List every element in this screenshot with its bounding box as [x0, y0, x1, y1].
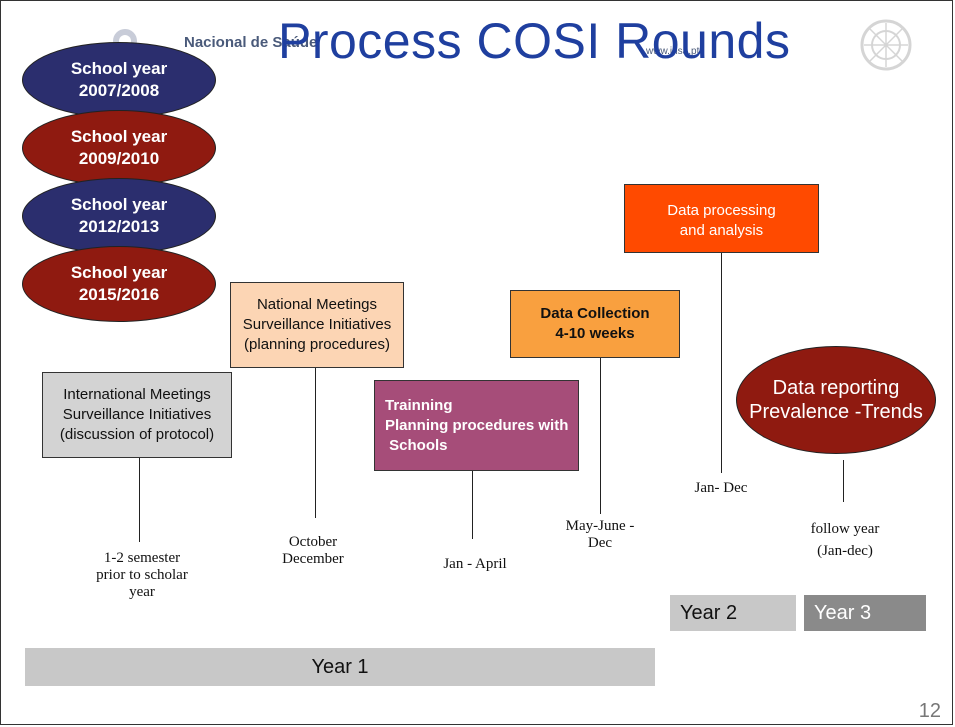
page-title: Process COSI Rounds	[278, 13, 791, 69]
header-url: www.insa.pt	[646, 46, 700, 57]
timing-text: Dec	[587, 535, 613, 551]
connector-line	[721, 253, 722, 473]
school-year-oval: School year 2009/2010	[22, 110, 216, 186]
step-text: (planning procedures)	[244, 336, 390, 353]
school-year-label: School year	[70, 195, 168, 214]
step-text: Surveillance Initiatives	[242, 316, 392, 333]
step-text: 4-10 weeks	[555, 325, 635, 342]
connector-line	[139, 458, 140, 542]
timing-label: May-June - Dec	[555, 518, 645, 552]
connector-line	[472, 471, 473, 539]
step-text: National Meetings	[256, 296, 378, 313]
timing-text: Jan- Dec	[694, 480, 748, 496]
data-reporting-oval: Data reporting Prevalence -Trends	[736, 346, 936, 454]
school-year-oval: School year 2012/2013	[22, 178, 216, 254]
timing-text: (Jan-dec)	[817, 543, 873, 559]
school-year-label: School year	[70, 59, 168, 78]
page-number: 12	[918, 700, 941, 722]
international-meetings-box: International Meetings Surveillance Init…	[42, 372, 232, 458]
step-text: Prevalence -Trends	[749, 401, 923, 423]
timing-text: year	[129, 584, 155, 600]
connector-line	[315, 368, 316, 518]
timing-label: Jan - April	[425, 556, 525, 573]
year-label: Year 1	[311, 655, 369, 678]
timing-text: prior to scholar	[96, 567, 188, 583]
year-label: Year 3	[814, 601, 872, 624]
step-text: Data Collection	[540, 305, 650, 322]
school-year-value: 2012/2013	[78, 217, 160, 236]
training-box: Trainning Planning procedures with Schoo…	[374, 380, 579, 471]
step-text: Planning procedures with	[385, 416, 569, 434]
timing-label: follow year (Jan-dec)	[790, 518, 900, 562]
step-text: Surveillance Initiatives	[62, 406, 212, 423]
school-year-oval: School year 2015/2016	[22, 246, 216, 322]
data-collection-box: Data Collection 4-10 weeks	[510, 290, 680, 358]
school-year-label: School year	[70, 127, 168, 146]
school-year-value: 2015/2016	[78, 285, 160, 304]
timing-text: May-June -	[565, 518, 635, 534]
data-processing-box: Data processing and analysis	[624, 184, 819, 253]
step-text: Data processing	[667, 202, 776, 219]
step-text: Schools	[385, 436, 448, 454]
timing-label: October December	[258, 534, 368, 568]
step-text: (discussion of protocol)	[59, 426, 215, 443]
school-year-oval: School year 2007/2008	[22, 42, 216, 118]
year-2-bar: Year 2	[670, 595, 796, 631]
step-text: Trainning	[385, 396, 453, 414]
timing-text: follow year	[810, 521, 880, 537]
step-text: and analysis	[679, 222, 764, 239]
year-label: Year 2	[680, 601, 738, 624]
national-meetings-box: National Meetings Surveillance Initiativ…	[230, 282, 404, 368]
step-text: Data reporting	[772, 377, 900, 399]
year-3-bar: Year 3	[804, 595, 926, 631]
school-year-value: 2009/2010	[78, 149, 160, 168]
timing-label: Jan- Dec	[681, 480, 761, 497]
step-text: International Meetings	[63, 386, 211, 403]
connector-line	[843, 460, 844, 502]
timing-text: December	[282, 551, 344, 567]
emblem-icon	[860, 19, 912, 71]
timing-text: Jan - April	[443, 556, 507, 572]
school-year-label: School year	[70, 263, 168, 282]
header-subtitle: Nacional de Saúde	[184, 34, 318, 51]
year-1-bar: Year 1	[25, 648, 655, 686]
timing-text: 1-2 semester	[103, 550, 181, 566]
timing-text: October	[288, 534, 338, 550]
school-year-value: 2007/2008	[78, 81, 160, 100]
connector-line	[600, 358, 601, 514]
timing-label: 1-2 semester prior to scholar year	[62, 550, 222, 601]
